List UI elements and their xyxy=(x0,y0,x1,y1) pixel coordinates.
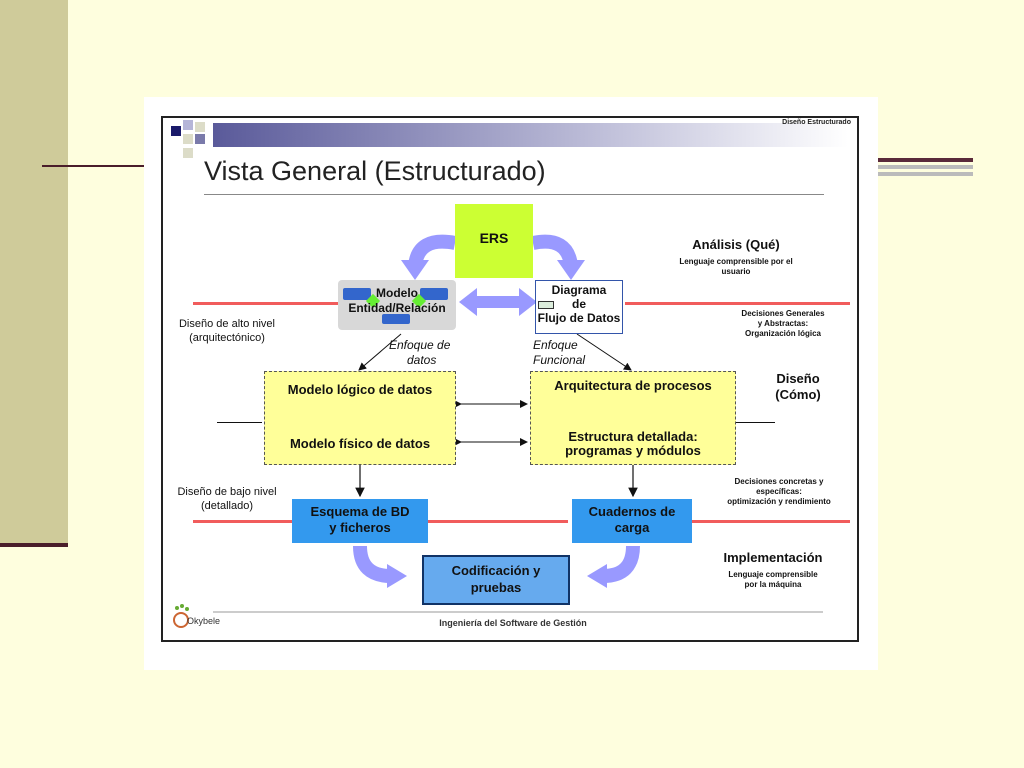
slide-footer: Ingeniería del Software de Gestión xyxy=(439,618,587,628)
node-ers: ERS xyxy=(455,204,533,278)
level-line xyxy=(193,520,293,523)
design-line xyxy=(217,422,262,423)
level-line xyxy=(428,520,568,523)
header-gradient-strip xyxy=(213,123,848,147)
node-codificacion-label: pruebas xyxy=(470,580,522,595)
node-cuadernos-carga: Cuadernos de carga xyxy=(572,499,692,543)
header-section-label: Diseño Estructurado xyxy=(782,119,851,126)
left-decor-rule xyxy=(0,543,68,547)
node-dfd-label: Diagrama xyxy=(551,283,607,297)
node-arquitectura-label: Arquitectura de procesos xyxy=(554,378,712,393)
node-codificacion-label: Codificación y xyxy=(451,563,541,578)
node-esquema-bd: Esquema de BD y ficheros xyxy=(292,499,428,543)
node-esquema-label: y ficheros xyxy=(329,520,391,535)
level-line xyxy=(690,520,850,523)
node-cuadernos-label: carga xyxy=(614,520,650,535)
top-decor-rule xyxy=(42,165,144,167)
edge-label-enfoque-funcional: Enfoque Funcional xyxy=(533,338,586,367)
node-codificacion: Codificación y pruebas xyxy=(422,555,570,605)
right-label-decisiones-concretas: Decisiones concretas y específicas: opti… xyxy=(727,477,831,506)
node-modelo-er-label: Modelo xyxy=(376,286,418,300)
header-square-icon xyxy=(183,134,193,144)
node-ers-label: ERS xyxy=(479,230,509,246)
node-estructura-label: programas y módulos xyxy=(565,443,701,458)
arrow-to-codificacion xyxy=(602,545,640,583)
node-modelo-fisico-label: Modelo físico de datos xyxy=(289,436,431,451)
title-rule xyxy=(204,194,824,195)
header-square-icon xyxy=(171,126,181,136)
node-cuadernos-label: Cuadernos de xyxy=(588,504,676,519)
node-modelo-logico-label: Modelo lógico de datos xyxy=(287,382,433,397)
node-modelo-er-label: Entidad/Relación xyxy=(348,301,446,315)
edge-label-enfoque-datos: Enfoque de datos xyxy=(389,338,451,367)
right-label-diseno: Diseño (Cómo) xyxy=(775,371,821,402)
right-label-decisiones-generales: Decisiones Generales y Abstractas: Organ… xyxy=(741,309,825,338)
header-square-icon xyxy=(195,134,205,144)
design-line xyxy=(733,422,775,423)
header-square-icon xyxy=(183,120,193,130)
right-label-analisis-sub: Lenguaje comprensible por el usuario xyxy=(679,257,793,276)
node-modelo-er: Modelo Entidad/Relación xyxy=(338,280,456,330)
level-line xyxy=(193,302,338,305)
right-label-implementacion-sub: Lenguaje comprensible por la máquina xyxy=(728,570,818,589)
page-title: Vista General (Estructurado) xyxy=(204,156,546,186)
left-label-alto-nivel: Diseño de alto nivel (arquitectónico) xyxy=(178,318,275,344)
right-label-implementacion: Implementación xyxy=(723,550,823,565)
node-modelo-datos: Modelo lógico de datos Modelo físico de … xyxy=(264,371,456,465)
arrow-to-codificacion xyxy=(353,545,392,583)
double-arrow-er-dfd xyxy=(475,296,521,308)
right-decor-bars xyxy=(878,158,973,179)
node-dfd-label: Flujo de Datos xyxy=(537,311,621,325)
header-square-icon xyxy=(195,122,205,132)
node-procesos: Arquitectura de procesos Estructura deta… xyxy=(530,371,736,465)
right-label-analisis: Análisis (Qué) xyxy=(692,237,780,252)
left-label-bajo-nivel: Diseño de bajo nivel (detallado) xyxy=(177,486,277,512)
node-dfd: Diagrama de Flujo de Datos xyxy=(535,280,623,334)
node-dfd-label: de xyxy=(571,297,586,311)
node-esquema-label: Esquema de BD xyxy=(310,504,410,519)
header-square-icon xyxy=(183,148,193,158)
left-decor-bar xyxy=(0,0,68,545)
okybele-logo: Okybele xyxy=(167,602,220,632)
level-line xyxy=(625,302,850,305)
node-estructura-label: Estructura detallada: xyxy=(568,429,698,444)
diagram-slide: Diseño Estructurado Vista General (Estru… xyxy=(161,116,859,642)
